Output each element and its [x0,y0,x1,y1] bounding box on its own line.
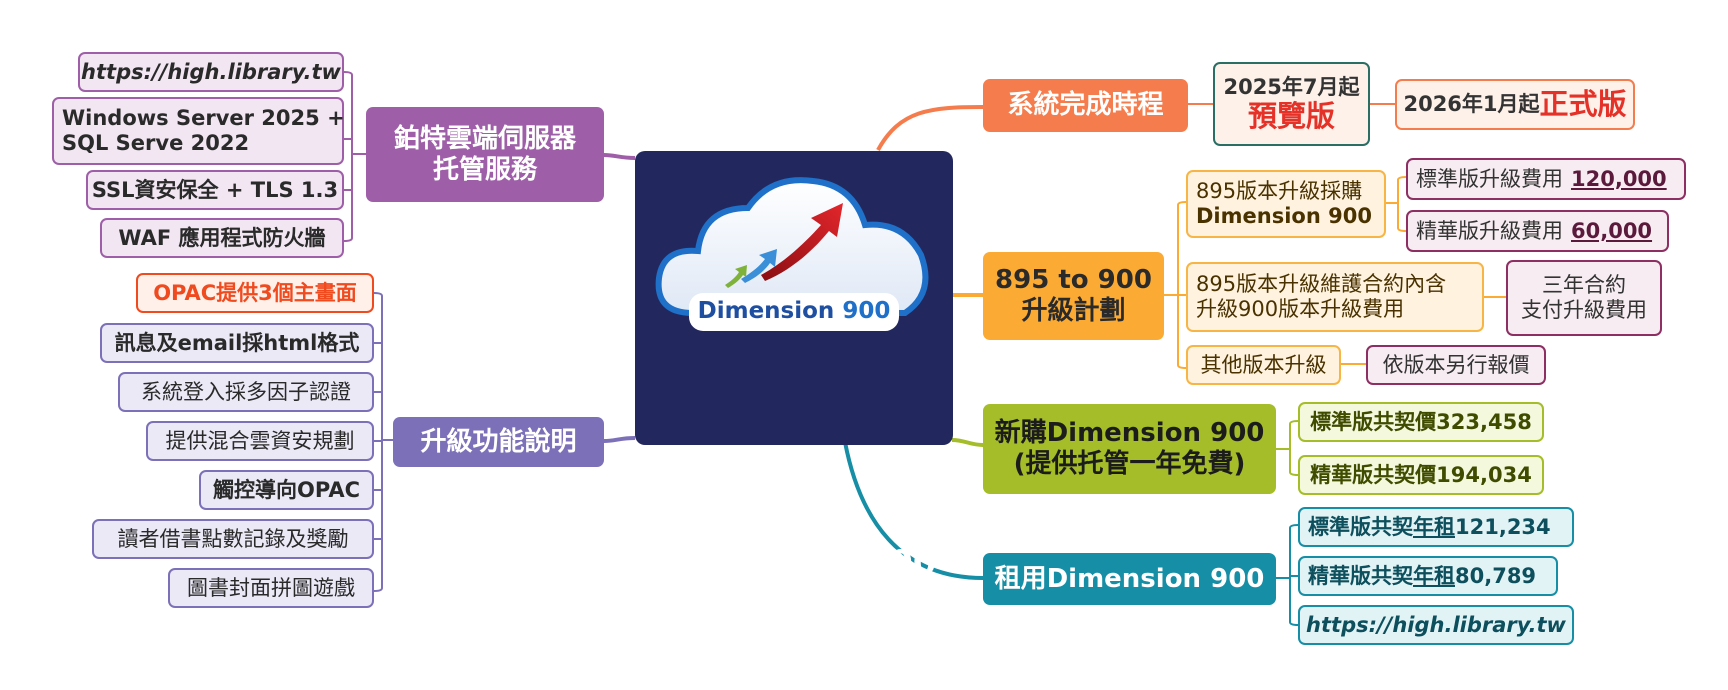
quote-by-version-node[interactable]: 依版本另行報價 [1366,345,1546,385]
purchase-line1: 895版本升級採購 [1196,179,1363,204]
hosting-line1: 鉑特雲端伺服器 [393,123,576,154]
std-upgrade-fee-node[interactable]: 標準版升級費用 120,000 [1406,158,1686,200]
hosting-url: https://high.library.tw [81,59,341,84]
feature-opac-screens-label: OPAC提供3個主畫面 [153,280,357,305]
branch-hosting[interactable]: 鉑特雲端伺服器 托管服務 [366,107,604,202]
connector-features-bracket [373,292,393,592]
rental-url-link[interactable]: https://high.library.tw [1298,605,1574,645]
central-title-line1: 系統升級 [726,497,862,537]
connector-center-features [603,436,636,443]
purchase-line2: Dimension 900 [1196,204,1372,228]
other-version-label: 其他版本升級 [1200,352,1327,377]
pro-rental-word: 年租 [1413,563,1455,588]
connector-upgrade-bracket [1164,201,1187,369]
branch-new-purchase[interactable]: 新購Dimension 900 (提供托管一年免費) [983,404,1276,494]
hosting-server-line2: SQL Serve 2022 [62,131,250,155]
quote-by-version-label: 依版本另行報價 [1382,352,1530,377]
dimension-cloud-logo [655,177,929,331]
connector-new-bracket [1276,420,1299,476]
std-fee-label: 標準版升級費用 [1416,166,1563,191]
pro-rental-node[interactable]: 精華版共契 年租 80,789 [1298,556,1558,596]
connector-hosting-bracket [343,71,366,242]
branch-upgrade-plan[interactable]: 895 to 900 升級計劃 [983,252,1164,340]
connector-purchase-fees [1386,176,1407,232]
logo-number: 900 [842,298,891,324]
upgrade-maintenance-node[interactable]: 895版本升級維護合約內含 升級900版本升級費用 [1186,262,1484,332]
std-fee-value: 120,000 [1571,166,1667,191]
feature-mfa[interactable]: 系統登入採多因子認證 [118,372,374,412]
feature-touch-opac[interactable]: 觸控導向OPAC [199,470,374,510]
std-rental-word: 年租 [1413,514,1455,539]
release-label: 正式版 [1539,87,1627,122]
new-purchase-line2: (提供托管一年免費) [1013,449,1246,479]
feature-touch-opac-label: 觸控導向OPAC [213,477,360,502]
hosting-url-link[interactable]: https://high.library.tw [78,52,344,92]
logo-wordmark: Dimension 900 [635,298,953,325]
std-contract-price-node[interactable]: 標準版共契價323,458 [1298,402,1544,442]
hosting-waf-node[interactable]: WAF 應用程式防火牆 [100,218,344,258]
connector-center-hosting [603,153,636,160]
hosting-server-node[interactable]: Windows Server 2025 + SQL Serve 2022 [52,97,345,165]
hosting-server-line1: Windows Server 2025 + [62,106,345,131]
std-contract-price: 標準版共契價323,458 [1310,409,1532,434]
pro-contract-price-node[interactable]: 精華版共契價194,034 [1298,455,1544,495]
feature-hybrid-cloud-label: 提供混合雲資安規劃 [165,428,355,453]
rental-label: 租用Dimension 900 [994,563,1265,594]
pro-fee-value: 60,000 [1571,218,1653,243]
feature-cover-puzzle-label: 圖書封面拼圖遊戲 [187,575,355,600]
feature-reading-points[interactable]: 讀者借書點數記錄及獎勵 [92,519,374,559]
new-purchase-line1: 新購Dimension 900 [994,418,1265,449]
hosting-line2: 托管服務 [432,154,537,185]
features-label: 升級功能說明 [420,426,577,457]
branch-rental[interactable]: 租用Dimension 900 [983,553,1276,605]
feature-cover-puzzle[interactable]: 圖書封面拼圖遊戲 [168,568,374,608]
std-rental-value: 121,234 [1455,514,1551,539]
logo-word: Dimension [697,298,835,324]
feature-mfa-label: 系統登入採多因子認證 [141,379,351,404]
hosting-waf: WAF 應用程式防火牆 [118,225,326,250]
maint-line1: 895版本升級維護合約內含 [1196,272,1447,297]
pro-rental-prefix: 精華版共契 [1308,563,1413,588]
connector-center-schedule [876,105,984,151]
feature-opac-screens[interactable]: OPAC提供3個主畫面 [136,273,374,313]
rental-url: https://high.library.tw [1306,612,1566,637]
release-date: 2026年1月起 [1403,92,1540,117]
central-title-line2: Dimension 900 [651,543,937,583]
hosting-ssl-node[interactable]: SSL資安保全 + TLS 1.3 [86,170,344,210]
schedule-preview-node[interactable]: 2025年7月起 預覽版 [1213,62,1370,146]
contract-line2: 支付升級費用 [1521,298,1647,322]
preview-label: 預覽版 [1247,99,1335,134]
pro-rental-value: 80,789 [1455,563,1537,588]
feature-hybrid-cloud[interactable]: 提供混合雲資安規劃 [146,421,374,461]
pro-contract-price: 精華版共契價194,034 [1310,462,1532,487]
central-topic[interactable]: Dimension 900 系統升級 Dimension 900 [635,151,953,583]
feature-html-messages-label: 訊息及email採html格式 [114,330,360,355]
connector-rental-bracket [1276,524,1299,626]
other-version-node[interactable]: 其他版本升級 [1186,345,1341,385]
schedule-release-node[interactable]: 2026年1月起 正式版 [1395,79,1635,130]
upgrade-plan-line2: 升級計劃 [1021,296,1126,326]
std-rental-prefix: 標準版共契 [1308,514,1413,539]
branch-features[interactable]: 升級功能說明 [393,417,604,467]
connector-center-new [951,438,984,447]
upgrade-purchase-node[interactable]: 895版本升級採購 Dimension 900 [1186,170,1386,238]
hosting-ssl: SSL資安保全 + TLS 1.3 [91,177,339,202]
pro-fee-label: 精華版升級費用 [1416,218,1563,243]
contract-line1: 三年合約 [1542,273,1626,298]
feature-html-messages[interactable]: 訊息及email採html格式 [100,323,374,363]
feature-reading-points-label: 讀者借書點數記錄及獎勵 [117,526,349,551]
maint-line2: 升級900版本升級費用 [1196,297,1405,321]
std-rental-node[interactable]: 標準版共契 年租 121,234 [1298,507,1574,547]
connector-center-rental [843,441,984,580]
branch-schedule[interactable]: 系統完成時程 [983,79,1188,132]
preview-date: 2025年7月起 [1223,74,1360,99]
upgrade-plan-line1: 895 to 900 [995,265,1152,296]
branch-schedule-label: 系統完成時程 [1007,90,1164,121]
pro-upgrade-fee-node[interactable]: 精華版升級費用 60,000 [1406,210,1669,252]
three-year-contract-node[interactable]: 三年合約 支付升級費用 [1506,260,1662,336]
